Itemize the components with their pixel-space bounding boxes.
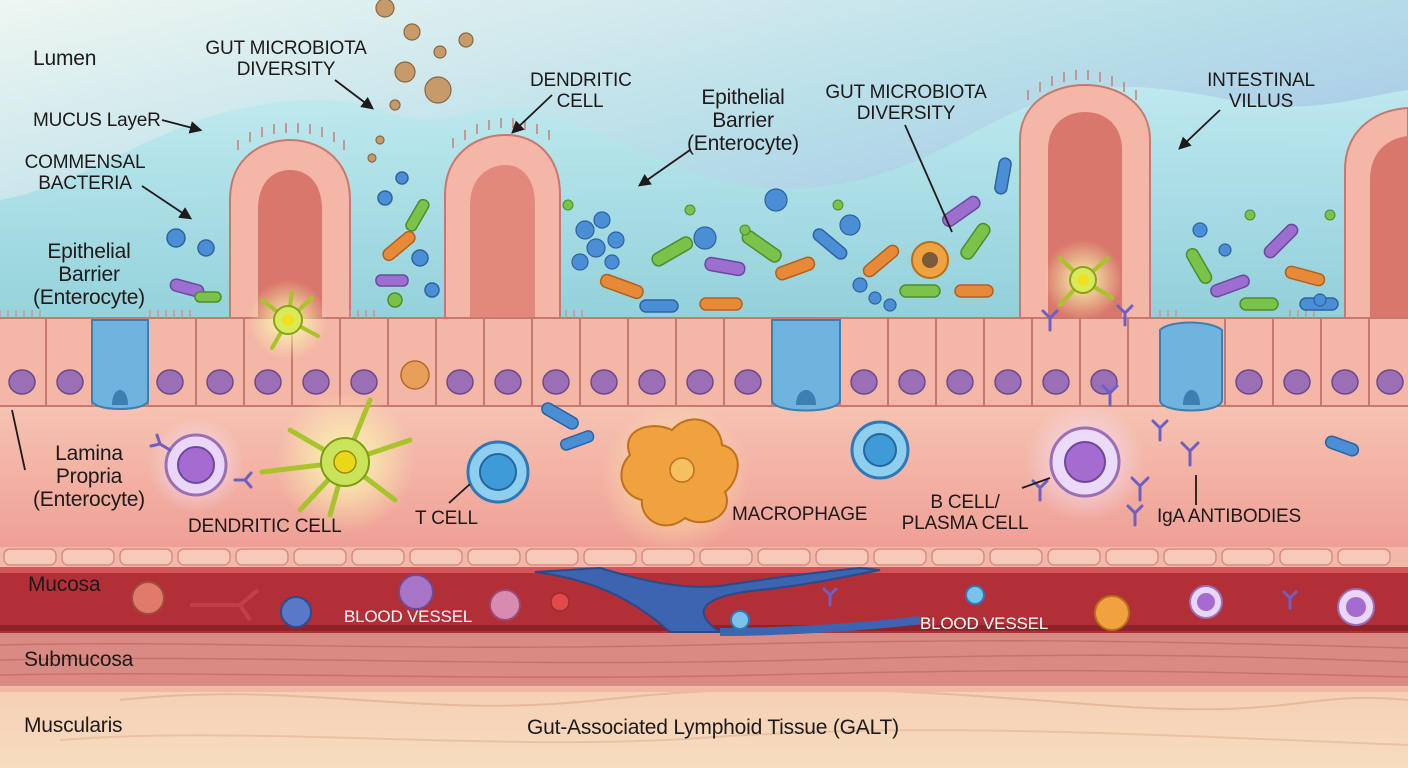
label-epithelial-barrier-left: Epithelial Barrier (Enterocyte) — [33, 240, 145, 309]
label-macrophage: MACROPHAGE — [732, 504, 868, 525]
microbiota-cluster — [166, 0, 1339, 313]
label-epithelial-barrier-center: Epithelial Barrier (Enterocyte) — [687, 86, 799, 155]
label-iga-antibodies: IgA ANTIBODIES — [1157, 506, 1301, 527]
vein — [534, 566, 881, 633]
label-intestinal-villus: INTESTINAL VILLUS — [1207, 70, 1315, 112]
blood-cells — [131, 574, 1375, 631]
label-muscularis: Muscularis — [24, 714, 123, 737]
label-mucus-layer: MUCUS LayeR — [33, 110, 161, 131]
label-commensal-bacteria: COMMENSAL BACTERIA — [24, 152, 146, 194]
immune-cells — [148, 240, 1360, 553]
goblet-cells — [91, 319, 1223, 412]
label-t-cell: T CELL — [415, 508, 478, 529]
label-lamina-propria: Lamina Propria (Enterocyte) — [33, 442, 145, 511]
label-galt: Gut-Associated Lymphoid Tissue (GALT) — [527, 716, 899, 739]
label-gut-microbiota-left: GUT MICROBIOTA DIVERSITY — [205, 38, 367, 80]
label-mucosa: Mucosa — [28, 573, 101, 596]
label-blood-vessel-left: BLOOD VESSEL — [344, 607, 472, 626]
label-blood-vessel-right: BLOOD VESSEL — [920, 614, 1048, 633]
label-lumen: Lumen — [33, 47, 97, 70]
connective-cell-strip — [0, 547, 1408, 567]
label-b-cell: B CELL/ PLASMA CELL — [901, 492, 1029, 534]
leader-arrows — [11, 79, 1221, 505]
label-gut-microbiota-right: GUT MICROBIOTA DIVERSITY — [825, 82, 987, 124]
iga-antibodies — [149, 304, 1298, 610]
label-dendritic-cell-bottom: DENDRITIC CELL — [188, 516, 342, 537]
label-dendritic-cell-top: DENDRITIC CELL — [530, 70, 632, 112]
label-submucosa: Submucosa — [24, 648, 134, 671]
